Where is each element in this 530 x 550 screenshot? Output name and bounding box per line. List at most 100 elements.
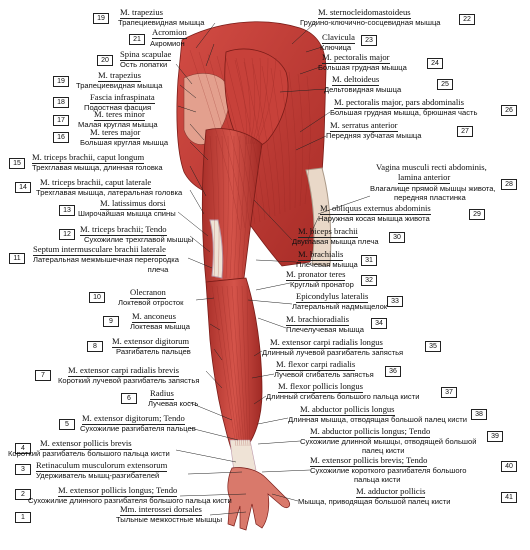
label-number: 29 (469, 209, 485, 220)
label-number: 24 (427, 58, 443, 69)
label-latin: M. extensor pollicis brevis; Tendo (310, 455, 428, 467)
label-latin: Septum intermusculare brachii laterale (33, 244, 166, 256)
label-latin: M. abductor pollicis longus (300, 404, 395, 416)
label-number: 23 (361, 35, 377, 46)
label-latin: M. extensor digitorum; Tendo (82, 413, 185, 425)
label-russian: Ость лопатки (120, 60, 168, 69)
label-number: 6 (121, 393, 137, 404)
label-number: 20 (97, 55, 113, 66)
label-russian: Мышца, приводящая большой палец кисти (298, 497, 451, 506)
label-latin: M. abductor pollicis longus; Tendo (310, 426, 431, 438)
label-latin: M. triceps brachii; Tendo (80, 224, 167, 236)
label-latin: M. teres major (90, 127, 141, 139)
label-latin-line2: lamina anterior (398, 172, 451, 184)
label-latin: Epicondylus lateralis (296, 291, 369, 303)
label-number: 28 (501, 179, 517, 190)
label-latin: M. teres minor (94, 109, 145, 121)
label-russian: Локтевой отросток (118, 298, 184, 307)
label-russian: Сухожилие длинной мышцы, отводящей больш… (300, 437, 477, 446)
label-number: 21 (129, 34, 145, 45)
label-russian: Трапециевидная мышца (76, 81, 163, 90)
label-latin: M. brachialis (298, 249, 344, 261)
label-number: 34 (371, 318, 387, 329)
label-russian: Акромион (150, 39, 185, 48)
label-latin: M. extensor carpi radialis longus (270, 337, 383, 349)
label-latin: M. brachioradialis (286, 314, 350, 326)
label-russian: Трапециевидная мышца (118, 18, 205, 27)
scapula-fascia (183, 73, 230, 145)
label-latin: Olecranon (130, 287, 166, 299)
label-russian: Короткий лучевой разгибатель запястья (58, 376, 200, 385)
label-latin: M. pronator teres (286, 269, 346, 281)
label-latin: Mm. interossei dorsales (120, 504, 202, 516)
label-russian: Дельтовидная мышца (324, 85, 402, 94)
label-latin: M. anconeus (132, 311, 176, 323)
label-russian: Круглый пронатор (290, 280, 354, 289)
label-number: 31 (361, 255, 377, 266)
label-number: 2 (15, 489, 31, 500)
label-russian: Плечелучевая мышца (286, 325, 364, 334)
label-latin: M. latissimus dorsi (100, 198, 166, 210)
label-russian: Двуглавая мышца плеча (292, 237, 379, 246)
label-russian: Латеральная межмышечная перегородка (33, 255, 179, 264)
label-number: 19 (93, 13, 109, 24)
wrist-tendons (229, 439, 257, 473)
label-latin: M. obliquus externus abdominis (320, 203, 431, 215)
label-number: 15 (9, 158, 25, 169)
label-latin: M. sternocleidomastoideus (318, 7, 411, 19)
label-russian: Передняя зубчатая мышца (326, 131, 422, 140)
label-russian: Плечевая мышца (296, 260, 358, 269)
label-latin: M. trapezius (98, 70, 141, 82)
label-russian: Сухожилие длинного разгибателя большого … (28, 496, 232, 505)
label-russian: Сухожилие короткого разгибателя большого (310, 466, 467, 475)
leader-lines (175, 21, 371, 516)
label-number: 9 (103, 316, 119, 327)
label-russian: Удерживатель мышц-разгибателей (36, 471, 160, 480)
label-latin: Retinaculum musculorum extensorum (36, 460, 168, 472)
label-latin: M. biceps brachii (298, 226, 358, 238)
label-number: 38 (471, 409, 487, 420)
label-russian: Сухожилие разгибателя пальцев (80, 424, 196, 433)
label-russian-line2: пальца кисти (354, 475, 401, 484)
label-number: 17 (53, 115, 69, 126)
label-latin: M. extensor pollicis longus; Tendo (58, 485, 178, 497)
label-number: 14 (15, 182, 31, 193)
label-russian: Влагалище прямой мышцы живота, (370, 184, 496, 193)
label-russian: Локтевая мышца (130, 322, 190, 331)
label-russian: Ключица (320, 43, 352, 52)
label-latin: M. adductor pollicis (356, 486, 426, 498)
label-latin: M. flexor pollicis longus (278, 381, 363, 393)
label-number: 27 (457, 126, 473, 137)
label-latin: M. triceps brachii, caput longum (32, 152, 145, 164)
label-number: 1 (15, 512, 31, 523)
label-russian: Трехглавая мышца, длинная головка (32, 163, 163, 172)
label-number: 30 (389, 232, 405, 243)
label-russian: Лучевая кость (148, 399, 199, 408)
label-russian-line2: передняя пластинка (394, 193, 466, 202)
label-latin: M. trapezius (120, 7, 163, 19)
label-latin: Acromion (152, 27, 187, 39)
label-number: 26 (501, 105, 517, 116)
label-russian: Разгибатель пальцев (116, 347, 191, 356)
label-number: 8 (87, 341, 103, 352)
deltoid (224, 48, 289, 148)
label-russian: Наружная косая мышца живота (318, 214, 430, 223)
label-number: 39 (487, 431, 503, 442)
label-number: 22 (459, 14, 475, 25)
label-number: 37 (441, 387, 457, 398)
label-number: 36 (385, 366, 401, 377)
label-number: 25 (437, 79, 453, 90)
label-russian: Подостная фасция (84, 103, 152, 112)
label-number: 12 (59, 229, 75, 240)
label-latin: M. deltoideus (332, 74, 380, 86)
label-number: 33 (387, 296, 403, 307)
label-number: 4 (15, 443, 31, 454)
label-russian: Большая грудная мышца, брюшная часть (330, 108, 478, 117)
label-latin: M. extensor pollicis brevis (40, 438, 132, 450)
label-number: 11 (9, 253, 25, 264)
muscle-fibers (189, 49, 311, 447)
label-russian-line2: палец кисти (362, 446, 405, 455)
label-latin: Spina scapulae (120, 49, 172, 61)
